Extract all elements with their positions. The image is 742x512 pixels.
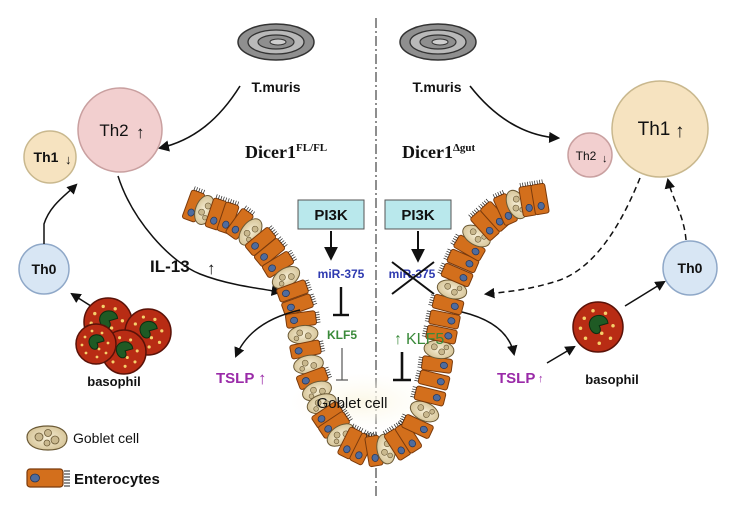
th2-cell-right: Th2 ↓ — [567, 132, 613, 178]
legend: Goblet cell Enterocytes — [26, 425, 160, 488]
th0-cell-right: Th0 — [662, 240, 718, 296]
arrow-basophil-to-th0-right — [624, 280, 666, 307]
arrow-parasite-to-th2 — [157, 85, 241, 152]
tslp-label-left: TSLP — [216, 370, 254, 387]
klf5-label-right: KLF5 — [406, 331, 444, 348]
basophil-cluster-left — [75, 297, 172, 375]
svg-text:Th2: Th2 — [576, 149, 597, 163]
pi3k-box-right: PI3K — [384, 199, 452, 230]
crypt-enterocyte — [443, 248, 480, 274]
arrow-th2-il13 — [117, 175, 283, 296]
crypt-enterocyte — [421, 324, 458, 345]
tslp-up-arrow-right: ↑ — [538, 373, 544, 385]
svg-text:Th1: Th1 — [638, 119, 671, 140]
klf5-label-left: KLF5 — [327, 328, 357, 342]
legend-goblet-cell-label: Goblet cell — [73, 430, 139, 446]
basophil-cell-right — [572, 301, 624, 353]
crypt-enterocyte — [311, 400, 347, 429]
svg-text:Th2: Th2 — [99, 121, 128, 140]
parasite-icon-left — [237, 23, 315, 61]
crypt-enterocyte — [530, 179, 550, 216]
legend-enterocytes-label: Enterocytes — [74, 471, 160, 488]
crypt-epithelium — [181, 179, 550, 468]
th0-cell-left: Th0 — [18, 243, 70, 295]
crypt-enterocyte — [181, 186, 206, 223]
parasite-label-right: T.muris — [412, 79, 461, 95]
crypt-enterocyte — [276, 279, 313, 303]
crypt-enterocyte — [410, 385, 447, 407]
crypt-goblet-cell — [436, 279, 468, 300]
parasite-icon-right — [399, 23, 477, 61]
legend-enterocytes-icon — [26, 468, 70, 488]
center-goblet-cell-label: Goblet cell — [317, 395, 388, 412]
mir375-label-left: miR-375 — [318, 267, 365, 281]
crypt-enterocyte — [414, 369, 451, 391]
crypt-goblet-cell — [423, 339, 455, 360]
crypt-goblet-cell — [287, 324, 319, 345]
th1-cell-right: Th1 ↑ — [611, 80, 709, 178]
arrow-th1-to-epithelium — [483, 177, 641, 299]
klf5-up-arrow-right: ↑ — [394, 331, 402, 348]
crypt-enterocyte — [281, 293, 318, 317]
tslp-label-right: TSLP — [497, 370, 535, 387]
il13-label: IL-13 — [150, 257, 190, 276]
arrow-th0-to-th2-left — [43, 183, 78, 244]
il13-up-arrow: ↑ — [207, 259, 216, 278]
th1-up-arrow-right: ↑ — [675, 121, 685, 142]
crypt-enterocyte — [424, 309, 461, 330]
svg-text:PI3K: PI3K — [401, 207, 435, 224]
pi3k-box-left: PI3K — [297, 199, 365, 230]
svg-text:PI3K: PI3K — [314, 207, 348, 224]
mir375-knockout-cross — [391, 261, 435, 295]
left-panel-title: Dicer1FL/FL — [245, 142, 327, 162]
svg-text:Th1: Th1 — [34, 149, 59, 165]
svg-text:Th0: Th0 — [32, 261, 57, 277]
right-panel-title: Dicer1Δgut — [402, 142, 475, 162]
arrow-parasite-to-th1 — [469, 85, 561, 144]
svg-text:Th0: Th0 — [678, 260, 703, 276]
legend-goblet-cell-icon — [26, 425, 68, 451]
basophil-label-right: basophil — [585, 372, 638, 387]
arrow-th0-to-th1-right — [664, 177, 687, 241]
th2-up-arrow-left: ↑ — [136, 123, 145, 142]
arrow-epithelium-to-tslp-left — [234, 309, 301, 358]
crypt-enterocyte — [216, 198, 240, 235]
arrow-tslp-to-basophil-right — [546, 345, 576, 364]
th2-cell-left: Th2 ↑ — [77, 87, 163, 173]
tslp-up-arrow-left: ↑ — [258, 369, 267, 388]
crypt-enterocyte — [253, 236, 288, 267]
crypt-enterocyte — [437, 262, 474, 288]
crypt-goblet-cell — [409, 400, 440, 423]
crypt-enterocyte — [382, 425, 412, 461]
basophil-label-left: basophil — [87, 374, 140, 389]
arrow-epithelium-to-tslp-right — [461, 311, 518, 357]
parasite-label-left: T.muris — [251, 79, 300, 95]
crypt-enterocyte — [318, 410, 353, 439]
th2-down-arrow-right: ↓ — [602, 153, 608, 165]
th1-cell-left: Th1 ↓ — [23, 130, 77, 184]
crypt-enterocyte — [398, 413, 434, 439]
th1-down-arrow-left: ↓ — [65, 152, 72, 167]
